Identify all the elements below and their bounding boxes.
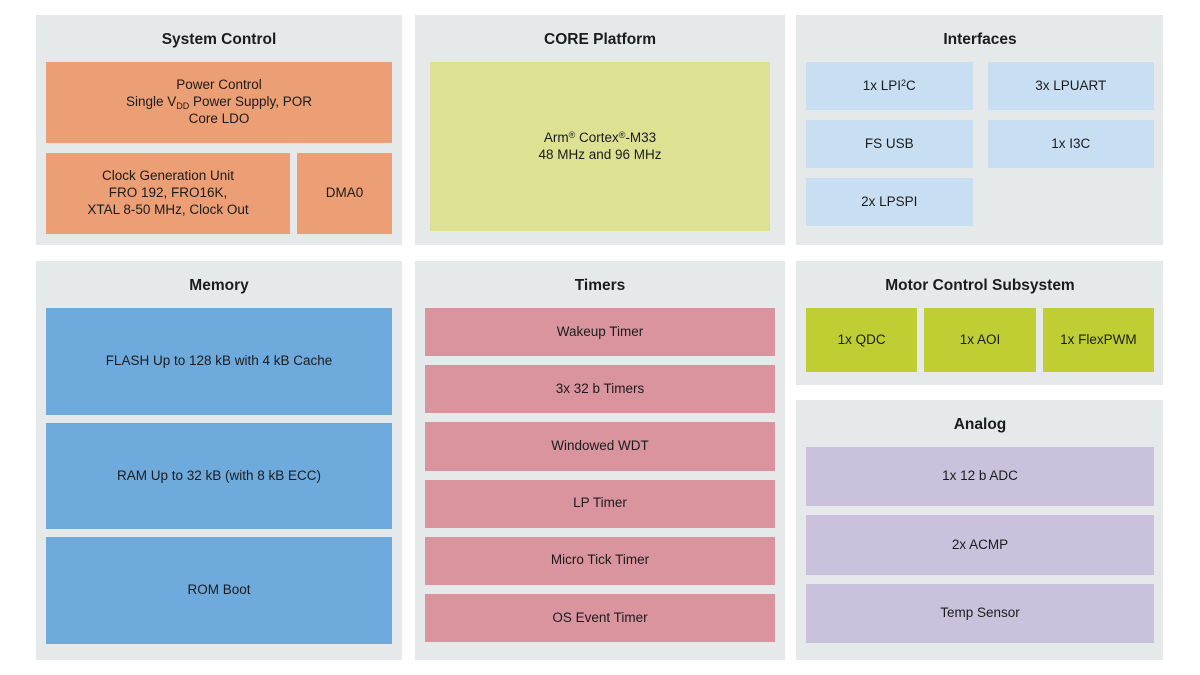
block-label-line: Power Control (176, 77, 262, 93)
block-label-line: FRO 192, FRO16K, (108, 185, 228, 201)
block-label-line: Arm® Cortex®-M33 (543, 129, 657, 145)
panel-title-analog: Analog (953, 416, 1007, 433)
block-label-line: 2x ACMP (951, 536, 1009, 552)
block-label-line: DMA0 (325, 185, 364, 201)
block-label-line: Wakeup Timer (556, 323, 644, 339)
block-label-line: Clock Generation Unit (101, 168, 235, 184)
block-label-line: LP Timer (573, 495, 627, 511)
block-label-line: FLASH Up to 128 kB with 4 kB Cache (105, 352, 333, 368)
block-label-line: 3x LPUART (1035, 77, 1107, 93)
panel-title-motor-control-subsystem: Motor Control Subsystem (885, 277, 1075, 294)
block-label-line: 48 MHz and 96 MHz (538, 146, 662, 162)
panel-title-timers: Timers (574, 277, 626, 294)
block-label-line: XTAL 8-50 MHz, Clock Out (87, 201, 249, 217)
panel-memory: Memory FLASH Up to 128 kB with 4 kB Cach… (36, 261, 402, 660)
block-wakeup-timer: Wakeup Timer (425, 308, 775, 357)
block-ram: RAM Up to 32 kB (with 8 kB ECC) (46, 422, 392, 530)
panel-title-system-control: System Control (161, 31, 277, 48)
block-fs-usb: FS USB (806, 120, 973, 168)
panel-blocks-analog: 1x 12 b ADC 2x ACMP Temp Sensor (806, 447, 1154, 643)
panel-title-core-platform: CORE Platform (544, 31, 656, 48)
block-flash: FLASH Up to 128 kB with 4 kB Cache (46, 308, 392, 415)
block-label-line: Micro Tick Timer (550, 552, 650, 568)
block-label-line: 1x QDC (837, 331, 886, 347)
block-label-line: 3x 32 b Timers (555, 380, 645, 396)
panel-title-interfaces: Interfaces (943, 31, 1017, 48)
block-os-event-timer: OS Event Timer (425, 593, 775, 643)
block-lpuart: 3x LPUART (987, 62, 1154, 110)
block-dma0: DMA0 (297, 153, 392, 234)
block-label-line: 1x AOI (959, 331, 1001, 347)
block-aoi: 1x AOI (924, 308, 1036, 372)
block-temp-sensor: Temp Sensor (806, 583, 1154, 643)
block-label-line: Temp Sensor (940, 604, 1020, 620)
block-lp-timer: LP Timer (425, 479, 775, 528)
block-label-line: FS USB (864, 135, 914, 151)
block-flexpwm: 1x FlexPWM (1042, 308, 1154, 372)
block-32b-timers: 3x 32 b Timers (425, 365, 775, 414)
block-micro-tick-timer: Micro Tick Timer (425, 536, 775, 585)
block-lpi2c: 1x LPI2C (806, 62, 973, 110)
block-windowed-wdt: Windowed WDT (425, 422, 775, 471)
block-qdc: 1x QDC (806, 308, 918, 372)
block-label-line: ROM Boot (187, 582, 251, 598)
block-label-line: OS Event Timer (552, 609, 648, 625)
panel-motor-control-subsystem: Motor Control Subsystem 1x QDC 1x AOI 1x F… (796, 261, 1163, 385)
panel-analog: Analog 1x 12 b ADC 2x ACMP Temp Sensor (796, 400, 1163, 660)
block-i3c: 1x I3C (987, 120, 1154, 168)
block-label-line: 1x FlexPWM (1060, 331, 1137, 347)
block-adc: 1x 12 b ADC (806, 447, 1154, 507)
panel-title-memory: Memory (189, 277, 249, 294)
panel-blocks-motor-control-subsystem: 1x QDC 1x AOI 1x FlexPWM (806, 308, 1154, 372)
block-rom-boot: ROM Boot (46, 537, 392, 645)
block-label-line: 2x LPSPI (861, 193, 918, 209)
block-acmp: 2x ACMP (806, 515, 1154, 575)
block-lpspi: 2x LPSPI (806, 178, 973, 226)
block-label-line: 1x I3C (1051, 135, 1091, 151)
block-label-line: Windowed WDT (551, 437, 649, 453)
panel-blocks-interfaces: 1x LPI2C 3x LPUART FS USB 1x I3C 2x LPSPI (806, 62, 1154, 231)
block-label-line: Single VDD Power Supply, POR (125, 94, 313, 112)
block-label-line: RAM Up to 32 kB (with 8 kB ECC) (116, 467, 322, 483)
block-label-line: Core LDO (188, 110, 250, 126)
block-label-line: 1x 12 b ADC (942, 468, 1018, 484)
block-label-line: 1x LPI2C (862, 77, 916, 93)
panel-interfaces: Interfaces 1x LPI2C 3x LPUART FS USB 1x I3C… (796, 15, 1163, 245)
